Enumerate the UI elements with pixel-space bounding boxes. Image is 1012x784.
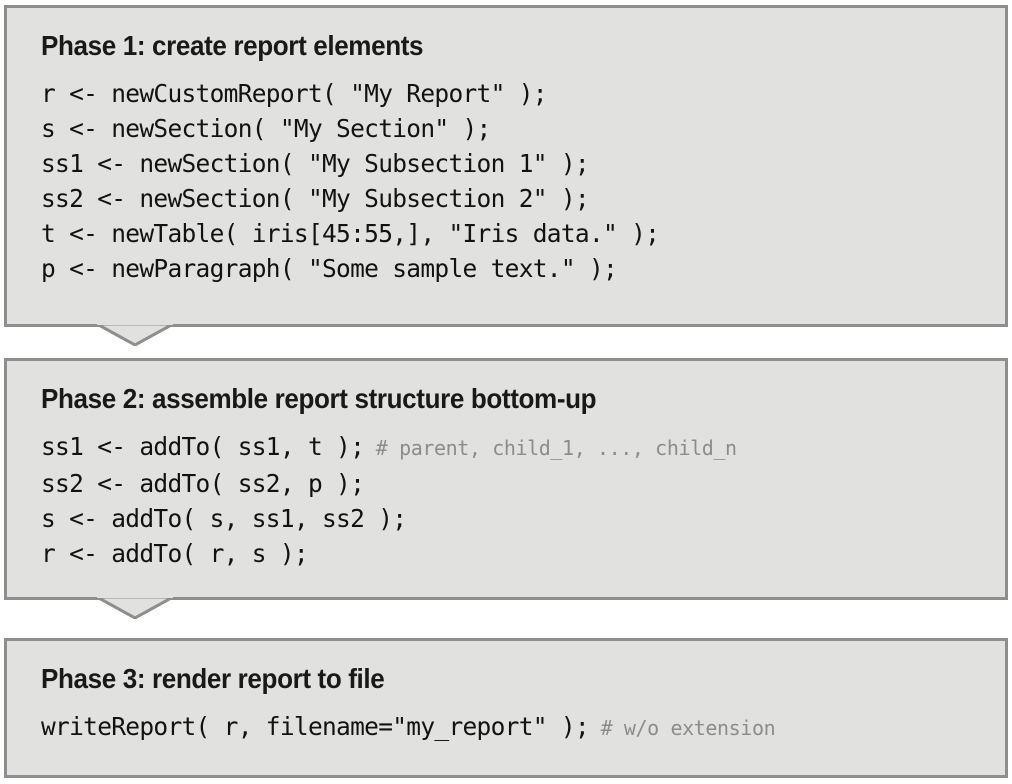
- phase-1-content: Phase 1: create report elements r <- new…: [7, 8, 1005, 286]
- code-comment: # w/o extension: [588, 716, 776, 741]
- phase-2-heading: Phase 2: assemble report structure botto…: [41, 383, 597, 414]
- code-text: s <- newSection( "My Section" );: [41, 114, 491, 144]
- phase-box-1: Phase 1: create report elements r <- new…: [4, 5, 1008, 327]
- phase-3-content: Phase 3: render report to file writeRepo…: [7, 641, 1005, 746]
- code-text: t <- newTable( iris[45:55,], "Iris data.…: [41, 219, 660, 249]
- arrow-down-phase2-to-phase3-icon: [97, 597, 173, 619]
- code-line: s <- addTo( s, ss1, ss2 );: [41, 501, 1005, 536]
- phase-1-code-block: r <- newCustomReport( "My Report" ); s <…: [41, 76, 1005, 286]
- code-line: ss2 <- newSection( "My Subsection 2" );: [41, 181, 1005, 216]
- code-comment: # parent, child_1, ..., child_n: [364, 436, 737, 461]
- code-text: ss2 <- addTo( ss2, p );: [41, 469, 365, 499]
- code-line: ss2 <- addTo( ss2, p );: [41, 466, 1005, 501]
- phase-2-code-block: ss1 <- addTo( ss1, t ); # parent, child_…: [41, 429, 1005, 571]
- code-line: ss1 <- newSection( "My Subsection 1" );: [41, 146, 1005, 181]
- code-line: r <- addTo( r, s );: [41, 536, 1005, 571]
- code-text: writeReport( r, filename="my_report" );: [41, 712, 590, 742]
- code-line: writeReport( r, filename="my_report" ); …: [41, 709, 1005, 746]
- code-line: r <- newCustomReport( "My Report" );: [41, 76, 1005, 111]
- code-text: r <- addTo( r, s );: [41, 539, 309, 569]
- code-text: ss1 <- addTo( ss1, t );: [41, 432, 365, 462]
- arrow-down-phase1-to-phase2-icon: [97, 324, 173, 346]
- code-line: t <- newTable( iris[45:55,], "Iris data.…: [41, 216, 1005, 251]
- code-line: ss1 <- addTo( ss1, t ); # parent, child_…: [41, 429, 1005, 466]
- phase-box-2: Phase 2: assemble report structure botto…: [4, 358, 1008, 600]
- code-line: p <- newParagraph( "Some sample text." )…: [41, 251, 1005, 286]
- phase-3-heading: Phase 3: render report to file: [41, 663, 385, 694]
- code-text: ss2 <- newSection( "My Subsection 2" );: [41, 184, 590, 214]
- code-text: s <- addTo( s, ss1, ss2 );: [41, 504, 407, 534]
- phase-2-content: Phase 2: assemble report structure botto…: [7, 361, 1005, 571]
- code-text: r <- newCustomReport( "My Report" );: [41, 79, 548, 109]
- phase-box-3: Phase 3: render report to file writeRepo…: [4, 638, 1008, 778]
- phase-3-code-block: writeReport( r, filename="my_report" ); …: [41, 709, 1005, 746]
- code-text: p <- newParagraph( "Some sample text." )…: [41, 254, 618, 284]
- phase-1-heading: Phase 1: create report elements: [41, 30, 424, 61]
- code-line: s <- newSection( "My Section" );: [41, 111, 1005, 146]
- code-text: ss1 <- newSection( "My Subsection 1" );: [41, 149, 590, 179]
